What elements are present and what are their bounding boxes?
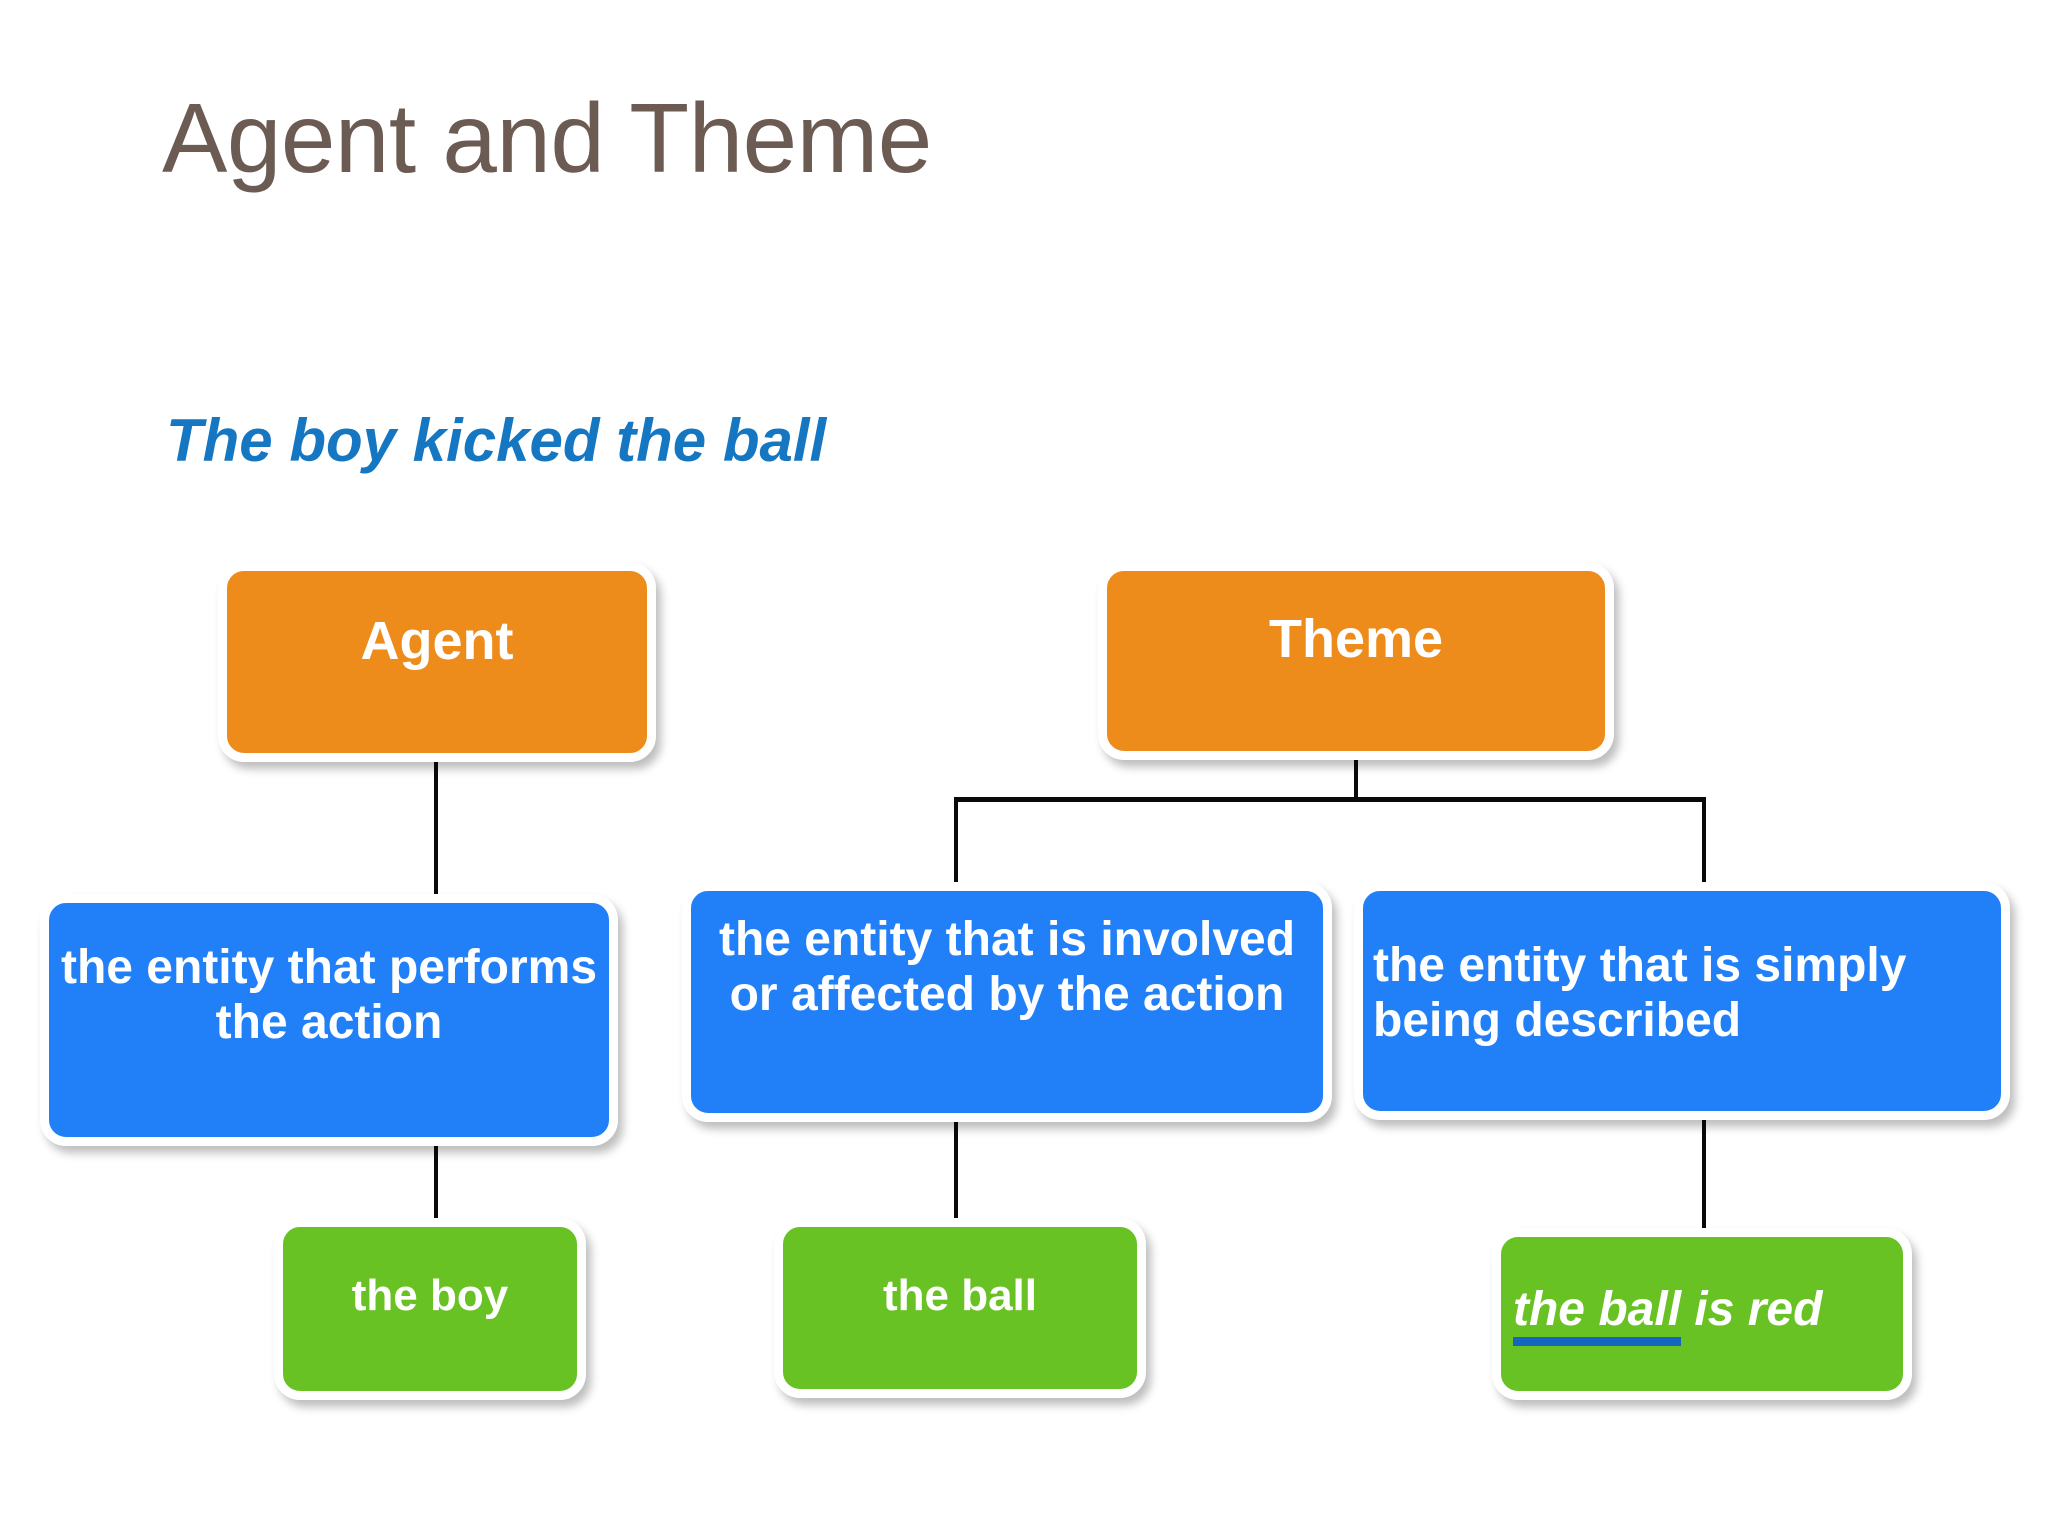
node-agent[interactable]: Agent [218,562,656,762]
node-agent-label: Agent [360,611,514,671]
connector-theme-to-definition-1 [954,797,958,887]
connector-theme-to-definition-2 [1702,797,1706,887]
connector-agent-definition-to-the-boy [434,1146,438,1222]
node-theme[interactable]: Theme [1098,562,1614,760]
example-sentence: The boy kicked the ball [166,407,827,474]
page-title: Agent and Theme [162,83,932,193]
node-the-ball[interactable]: the ball [774,1218,1146,1398]
connector-theme-horizontal-bar [954,797,1706,802]
node-theme-definition-2-label: the entity that is simply being describe… [1373,939,1907,1047]
node-agent-definition[interactable]: the entity that performs the action [40,894,618,1146]
connector-definition-1-to-the-ball [954,1122,958,1222]
node-theme-definition-1-label: the entity that is involved or affected … [718,913,1296,1021]
node-agent-definition-label: the entity that performs the action [60,941,598,1049]
node-ball-is-red-underlined-span: the ball [1513,1283,1682,1346]
connector-definition-2-to-ball-is-red [1702,1120,1706,1232]
node-theme-definition-2[interactable]: the entity that is simply being describe… [1354,882,2010,1120]
node-the-boy-label: the boy [351,1271,509,1320]
connector-agent-to-definition [434,760,438,896]
node-theme-definition-1[interactable]: the entity that is involved or affected … [682,882,1332,1122]
node-ball-is-red-label: the ball is red [1501,1237,1903,1346]
node-ball-is-red-plain-span: is red [1681,1283,1823,1336]
node-ball-is-red[interactable]: the ball is red [1492,1228,1912,1400]
connector-theme-stem [1354,758,1358,800]
node-the-ball-label: the ball [882,1271,1038,1320]
node-theme-label: Theme [1268,609,1444,669]
node-the-boy[interactable]: the boy [274,1218,586,1400]
